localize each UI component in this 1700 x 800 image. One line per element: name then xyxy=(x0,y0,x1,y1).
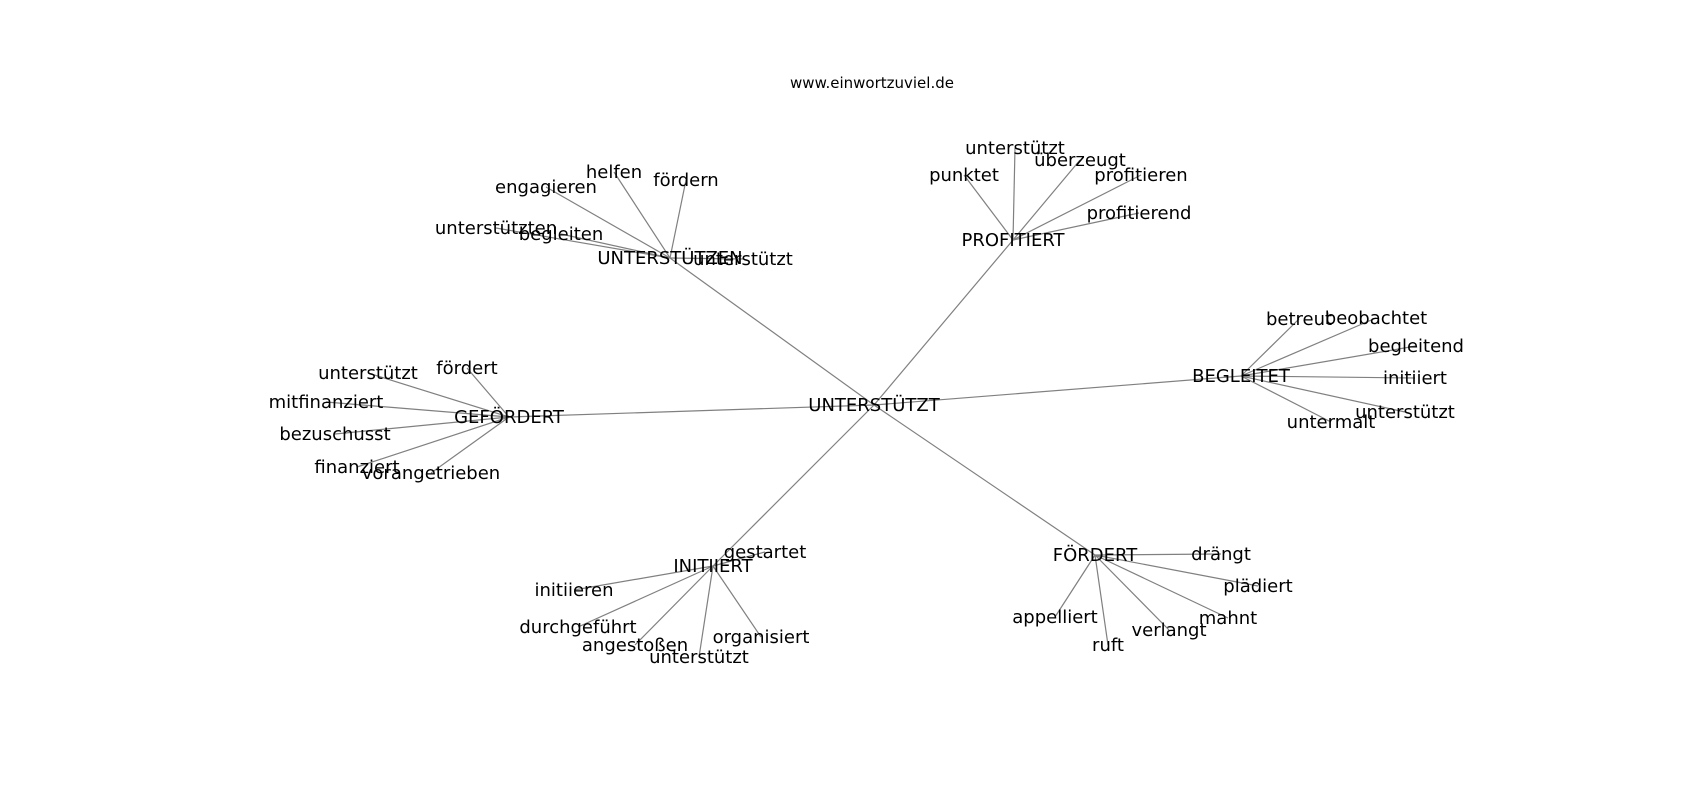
edge-foerdert-plaediert xyxy=(1094,554,1259,587)
hub-node-initiiert: INITIIERT xyxy=(673,556,753,577)
edge-begleitet-begleitend xyxy=(1240,345,1417,377)
edge-unterstuetzen-helfen xyxy=(613,171,671,259)
edge-center-foerdert xyxy=(873,404,1096,556)
edge-foerdert-draengt xyxy=(1094,553,1222,556)
edge-initiiert-initiieren xyxy=(573,565,714,591)
leaf-node-unterstuetzen-helfen: helfen xyxy=(586,162,642,183)
leaf-node-foerdert-mahnt: mahnt xyxy=(1199,608,1257,629)
leaf-node-foerdert-ruft: ruft xyxy=(1092,635,1124,656)
graph-edges xyxy=(325,147,1417,658)
edge-begleitet-beobachtet xyxy=(1240,317,1377,377)
edge-initiiert-angestossen xyxy=(634,565,714,646)
hub-node-profitiert: PROFITIERT xyxy=(961,230,1065,251)
leaf-node-unterstuetzen-unterstuetzten: unterstützten xyxy=(435,218,557,239)
edge-gefoerdert-mitfinanziert xyxy=(325,401,510,418)
edge-center-profitiert xyxy=(873,239,1014,406)
edge-profitiert-unterstuetzt xyxy=(1012,147,1016,241)
leaf-node-initiiert-unterstuetzt: unterstützt xyxy=(649,647,749,668)
edge-gefoerdert-vorangetrieben xyxy=(430,416,510,474)
edge-profitiert-ueberzeugt xyxy=(1012,159,1081,241)
edge-unterstuetzen-foerdern xyxy=(669,179,687,259)
hub-node-begleitet: BEGLEITET xyxy=(1192,366,1291,387)
leaf-node-profitiert-profitieren: profitieren xyxy=(1094,165,1187,186)
edge-unterstuetzen-unterstuetzten xyxy=(495,227,671,259)
leaf-node-profitiert-unterstuetzt: unterstützt xyxy=(965,138,1065,159)
leaf-node-begleitet-unterstuetzt: unterstützt xyxy=(1355,402,1455,423)
leaf-node-begleitet-begleitend: begleitend xyxy=(1368,336,1464,357)
edge-unterstuetzen-engagieren xyxy=(545,186,671,259)
edge-begleitet-unterstuetzt xyxy=(1240,375,1406,413)
edge-gefoerdert-unterstuetzt xyxy=(367,372,510,418)
leaf-node-profitiert-ueberzeugt: überzeugt xyxy=(1034,150,1126,171)
edge-begleitet-betreut xyxy=(1240,318,1300,377)
center-node: UNTERSTÜTZT xyxy=(808,394,940,416)
site-url: www.einwortzuviel.de xyxy=(790,74,954,92)
leaf-node-unterstuetzen-foerdern: fördern xyxy=(653,170,718,191)
leaf-node-begleitet-untermalt: untermalt xyxy=(1287,412,1376,433)
edge-center-begleitet xyxy=(873,375,1242,406)
leaf-node-unterstuetzen-begleiten: begleiten xyxy=(519,224,604,245)
leaf-node-initiiert-gestartet: gestartet xyxy=(724,542,807,563)
edge-unterstuetzen-begleiten xyxy=(560,233,671,259)
leaf-node-gefoerdert-bezuschusst: bezuschusst xyxy=(279,424,390,445)
edge-initiiert-unterstuetzt xyxy=(698,565,714,658)
edge-initiiert-organisiert xyxy=(712,565,762,638)
leaf-node-profitiert-punktet: punktet xyxy=(929,165,999,186)
edge-foerdert-verlangt xyxy=(1094,554,1170,631)
edge-begleitet-untermalt xyxy=(1240,375,1332,423)
edge-profitiert-profitierend xyxy=(1012,212,1140,241)
leaf-node-begleitet-beobachtet: beobachtet xyxy=(1325,308,1427,329)
edge-center-gefoerdert xyxy=(508,404,875,418)
leaf-node-initiiert-durchgefuehrt: durchgeführt xyxy=(519,617,636,638)
edge-initiiert-durchgefuehrt xyxy=(577,565,714,628)
edge-profitiert-profitieren xyxy=(1012,174,1142,241)
edge-begleitet-initiiert xyxy=(1240,375,1416,379)
hub-node-gefoerdert: GEFÖRDERT xyxy=(454,406,565,428)
leaf-node-initiiert-organisiert: organisiert xyxy=(713,627,810,648)
leaf-node-initiiert-angestossen: angestoßen xyxy=(582,635,688,656)
edge-foerdert-appelliert xyxy=(1054,554,1096,618)
edge-gefoerdert-foerdert xyxy=(466,367,510,418)
leaf-node-foerdert-draengt: drängt xyxy=(1191,544,1251,565)
leaf-node-foerdert-appelliert: appelliert xyxy=(1012,607,1098,628)
leaf-node-gefoerdert-vorangetrieben: vorangetrieben xyxy=(362,463,500,484)
edge-gefoerdert-finanziert xyxy=(356,416,510,468)
leaf-node-gefoerdert-unterstuetzt: unterstützt xyxy=(318,363,418,384)
leaf-node-foerdert-plaediert: plädiert xyxy=(1223,576,1292,597)
edge-unterstuetzen-unterstuetzt xyxy=(669,257,744,260)
leaf-node-initiiert-initiieren: initiieren xyxy=(534,580,613,601)
leaf-node-gefoerdert-foerdert: fördert xyxy=(436,358,497,379)
edge-center-initiiert xyxy=(712,404,875,567)
edge-gefoerdert-bezuschusst xyxy=(334,416,510,435)
leaf-node-gefoerdert-finanziert: finanziert xyxy=(314,457,399,478)
edge-initiiert-gestartet xyxy=(712,551,766,567)
leaf-node-foerdert-verlangt: verlangt xyxy=(1131,620,1206,641)
leaf-node-profitiert-profitierend: profitierend xyxy=(1087,203,1192,224)
leaf-node-gefoerdert-mitfinanziert: mitfinanziert xyxy=(269,392,384,413)
edge-foerdert-ruft xyxy=(1094,554,1109,646)
edge-center-unterstuetzen xyxy=(669,257,875,406)
leaf-node-begleitet-initiiert: initiiert xyxy=(1383,368,1447,389)
leaf-node-unterstuetzen-unterstuetzt: unterstützt xyxy=(693,249,793,270)
hub-node-foerdert: FÖRDERT xyxy=(1053,544,1138,566)
edge-profitiert-punktet xyxy=(963,174,1014,241)
hub-node-unterstuetzen: UNTERSTÜTZEN xyxy=(597,247,742,269)
edge-foerdert-mahnt xyxy=(1094,554,1229,619)
leaf-node-begleitet-betreut: betreut xyxy=(1266,309,1332,330)
leaf-node-unterstuetzen-engagieren: engagieren xyxy=(495,177,597,198)
